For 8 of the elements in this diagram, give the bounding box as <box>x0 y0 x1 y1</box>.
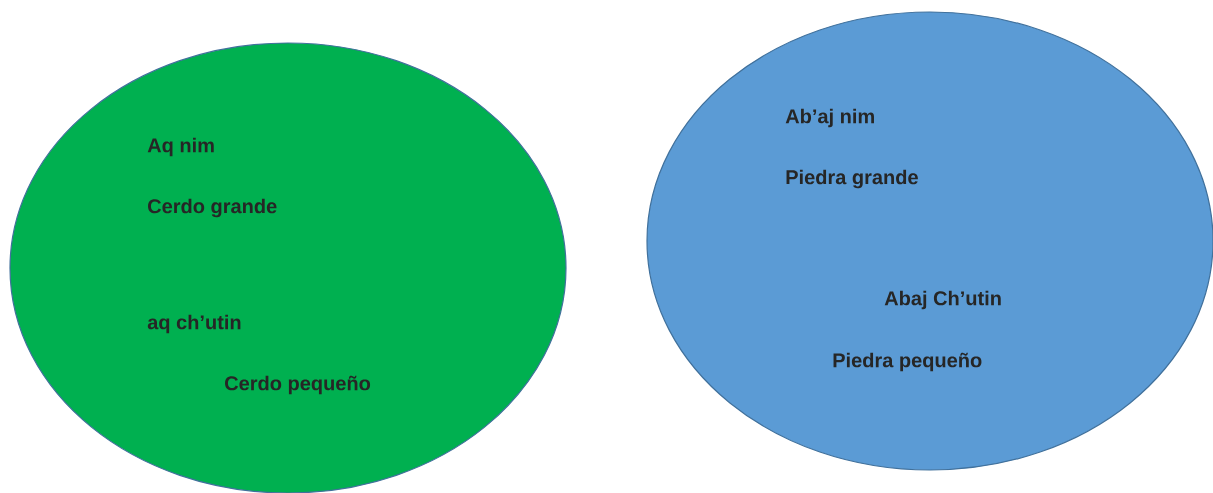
ellipse-text: Aq nim <box>147 137 214 157</box>
ellipse-text: Piedra grande <box>786 169 918 189</box>
ellipse-text: Cerdo pequeño <box>225 375 371 395</box>
ellipse-text: Abaj Ch’utin <box>884 290 1001 310</box>
ellipse-text: aq ch’utin <box>147 314 241 334</box>
ellipse-text: Piedra pequeño <box>833 352 982 372</box>
ellipse-text: Cerdo grande <box>148 198 277 218</box>
ellipse-text: Ab’aj nim <box>785 108 874 128</box>
